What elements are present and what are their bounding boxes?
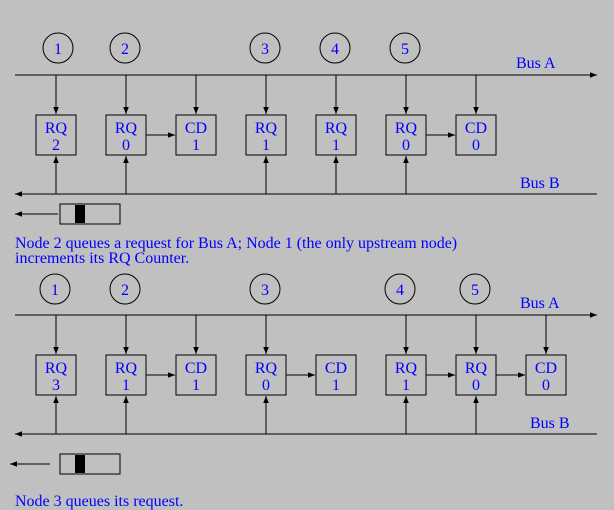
caption-line: increments its RQ Counter. xyxy=(15,250,189,267)
caption-line: Node 2 queues a request for Bus A; Node … xyxy=(15,235,457,252)
node-number: 1 xyxy=(54,41,62,58)
rq-counter-box: RQ 0 xyxy=(455,354,497,396)
counter-kind: CD xyxy=(325,360,347,377)
cd-counter-box: CD 0 xyxy=(455,114,497,156)
bus-b-label: Bus B xyxy=(520,175,560,192)
node-number: 5 xyxy=(471,282,479,299)
request-bit xyxy=(75,455,85,473)
node-number: 4 xyxy=(331,41,339,58)
node-circle: 5 xyxy=(459,273,491,305)
request-slot xyxy=(59,453,121,475)
rq-counter-box: RQ 3 xyxy=(35,354,77,396)
counter-value: 1 xyxy=(332,137,340,154)
counter-value: 1 xyxy=(402,377,410,394)
counter-kind: CD xyxy=(465,120,487,137)
node-number: 1 xyxy=(51,282,59,299)
counter-kind: RQ xyxy=(325,120,348,137)
rq-counter-box: RQ 0 xyxy=(385,114,427,156)
counter-kind: CD xyxy=(185,120,207,137)
node-number: 3 xyxy=(261,282,269,299)
counter-value: 1 xyxy=(122,377,130,394)
rq-counter-box: RQ 1 xyxy=(105,354,147,396)
rq-counter-box: RQ 1 xyxy=(385,354,427,396)
node-circle: 4 xyxy=(384,273,416,305)
counter-kind: RQ xyxy=(395,360,418,377)
counter-kind: CD xyxy=(535,360,557,377)
cd-counter-box: CD 1 xyxy=(175,354,217,396)
node-circle: 5 xyxy=(389,32,421,64)
cd-counter-box: CD 1 xyxy=(175,114,217,156)
node-circle: 3 xyxy=(249,273,281,305)
counter-kind: RQ xyxy=(395,120,418,137)
counter-kind: RQ xyxy=(115,120,138,137)
panel-1: 1 2 3 4 5 Bus A RQ xyxy=(15,32,597,267)
counter-kind: RQ xyxy=(255,360,278,377)
counter-value: 1 xyxy=(262,137,270,154)
bus-a-label: Bus A xyxy=(520,295,560,312)
counter-value: 0 xyxy=(122,137,130,154)
bus-a-label: Bus A xyxy=(516,55,556,72)
cd-counter-box: CD 0 xyxy=(525,354,567,396)
rq-counter-box: RQ 1 xyxy=(315,114,357,156)
node-circle: 1 xyxy=(39,273,71,305)
request-bit xyxy=(75,205,85,223)
counter-kind: RQ xyxy=(115,360,138,377)
counter-kind: RQ xyxy=(465,360,488,377)
node-circle: 2 xyxy=(109,32,141,64)
node-number: 3 xyxy=(261,41,269,58)
node-circle: 1 xyxy=(42,32,74,64)
rq-counter-box: RQ 0 xyxy=(245,354,287,396)
counter-kind: RQ xyxy=(45,360,68,377)
counter-value: 3 xyxy=(52,377,60,394)
counter-value: 0 xyxy=(262,377,270,394)
cd-counter-box: CD 1 xyxy=(315,354,357,396)
counter-value: 1 xyxy=(192,137,200,154)
counter-value: 0 xyxy=(542,377,550,394)
counter-value: 1 xyxy=(192,377,200,394)
counter-kind: RQ xyxy=(45,120,68,137)
node-circle: 3 xyxy=(249,32,281,64)
node-circle: 4 xyxy=(319,32,351,64)
counter-value: 2 xyxy=(52,137,60,154)
counter-value: 0 xyxy=(402,137,410,154)
counter-value: 1 xyxy=(332,377,340,394)
node-number: 4 xyxy=(396,282,404,299)
request-slot xyxy=(59,203,121,225)
counter-kind: CD xyxy=(185,360,207,377)
counter-kind: RQ xyxy=(255,120,278,137)
node-circle: 2 xyxy=(109,273,141,305)
node-number: 2 xyxy=(121,41,129,58)
panel-2: 1 2 3 4 5 Bus A RQ xyxy=(10,273,597,510)
rq-counter-box: RQ 1 xyxy=(245,114,287,156)
caption-line: Node 3 queues its request. xyxy=(15,493,183,510)
rq-counter-box: RQ 0 xyxy=(105,114,147,156)
node-number: 2 xyxy=(121,282,129,299)
counter-value: 0 xyxy=(472,377,480,394)
rq-counter-box: RQ 2 xyxy=(35,114,77,156)
counter-value: 0 xyxy=(472,137,480,154)
bus-b-label: Bus B xyxy=(530,415,570,432)
node-number: 5 xyxy=(401,41,409,58)
